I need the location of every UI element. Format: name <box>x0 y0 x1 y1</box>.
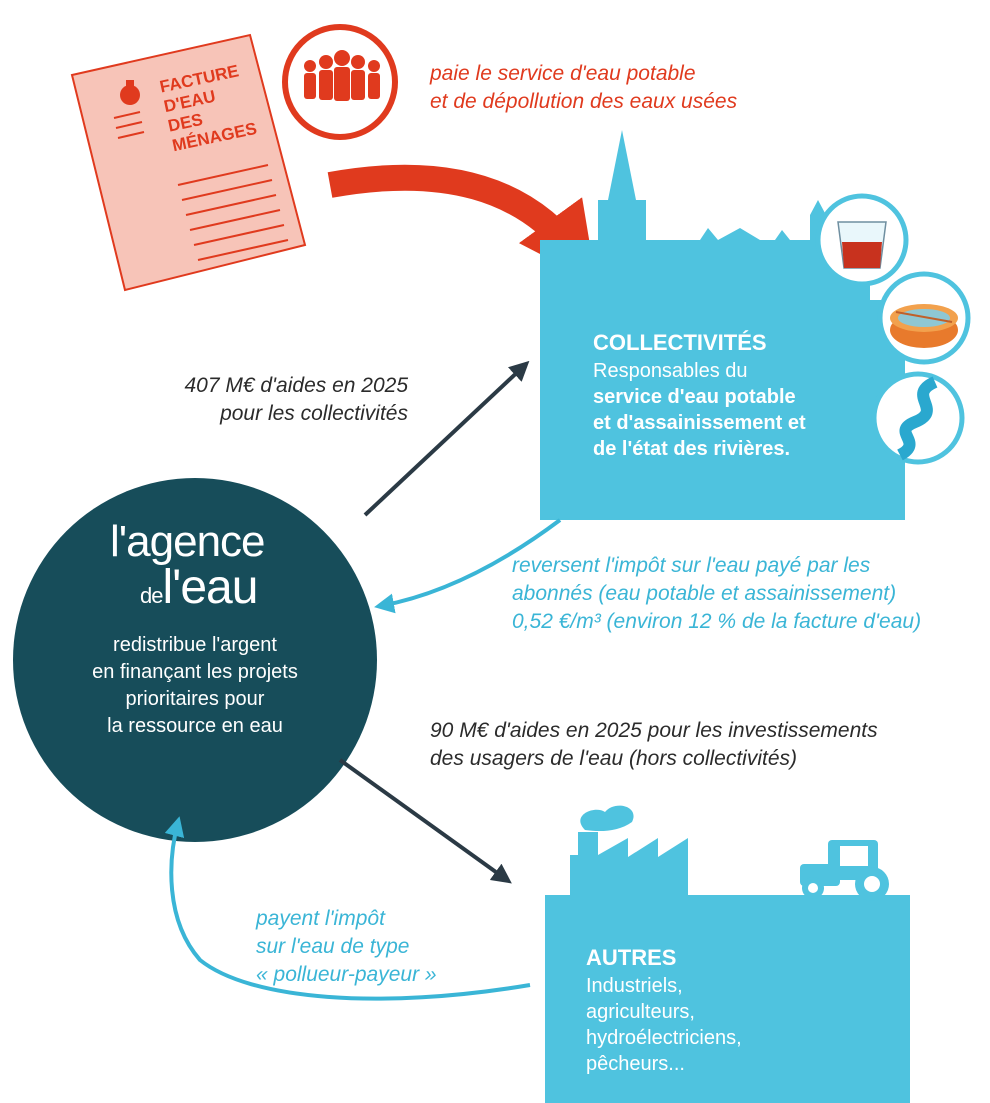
river-icon <box>871 371 965 465</box>
autres-block <box>545 805 910 1103</box>
text-line: en finançant les projets <box>92 661 298 683</box>
water-glass-icon <box>815 193 909 287</box>
agence-logo-line1: l'agence <box>110 517 266 566</box>
text-line: 0,52 €/m³ (environ 12 % de la facture d'… <box>512 610 922 633</box>
autres-desc: Industriels, <box>586 975 683 997</box>
collectivites-title: COLLECTIVITÉS <box>593 330 767 355</box>
text-line: sur l'eau de type <box>256 935 410 958</box>
aid-autres-text: 90 M€ d'aides en 2025 pour les investiss… <box>430 717 878 773</box>
invoice-document <box>70 33 307 292</box>
text-line: des usagers de l'eau (hors collectivités… <box>430 747 798 770</box>
text-line: payent l'impôt <box>256 907 385 930</box>
aid-collectivites-text: 407 M€ d'aides en 2025 pour les collecti… <box>140 372 408 428</box>
factory-icon <box>570 805 688 897</box>
text-line: paie le service d'eau potable <box>430 62 696 85</box>
autres-desc: hydroélectriciens, <box>586 1027 742 1049</box>
payment-arrow <box>327 164 597 284</box>
text-line: reversent l'impôt sur l'eau payé par les <box>512 554 871 577</box>
text-line: « pollueur-payeur » <box>256 963 437 986</box>
agence-circle <box>13 478 377 842</box>
collectivites-block <box>540 130 905 520</box>
household-payment-text: paie le service d'eau potable et de dépo… <box>430 60 737 116</box>
text-line: redistribue l'argent <box>113 634 277 656</box>
text-line: 90 M€ d'aides en 2025 pour les investiss… <box>430 719 878 742</box>
autres-desc: agriculteurs, <box>586 1001 695 1023</box>
money-bag-icon <box>120 80 140 105</box>
aid-collectivites-arrow <box>363 360 530 517</box>
collectivites-text: COLLECTIVITÉS Responsables du service d'… <box>593 330 806 462</box>
agence-logo-line2: del'eau <box>140 561 258 614</box>
tax-payment-text: payent l'impôt sur l'eau de type « pollu… <box>256 905 437 989</box>
autres-title: AUTRES <box>586 945 677 970</box>
reversement-arrow <box>374 518 562 614</box>
collectivites-desc: de l'état des rivières. <box>593 438 791 460</box>
text-line: la ressource en eau <box>107 715 283 737</box>
agence-description: redistribue l'argent en finançant les pr… <box>40 632 350 740</box>
text-line: prioritaires pour <box>125 688 265 710</box>
agence-logo: l'agence del'eau <box>110 520 310 620</box>
tax-payment-arrow <box>164 816 531 1001</box>
tractor-icon <box>800 840 889 901</box>
collectivites-desc: service d'eau potable <box>593 386 796 408</box>
text-line: 407 M€ d'aides en 2025 <box>184 374 408 397</box>
text-line: pour les collectivités <box>220 402 408 425</box>
reversement-text: reversent l'impôt sur l'eau payé par les… <box>512 552 921 636</box>
text-line: et de dépollution des eaux usées <box>430 90 738 113</box>
invoice-lines <box>113 111 289 261</box>
aid-autres-arrow <box>338 758 512 884</box>
people-icon <box>282 24 398 140</box>
text-line: abonnés (eau potable et assainissement) <box>512 582 897 605</box>
collectivites-desc: Responsables du <box>593 360 748 382</box>
treatment-basin-icon <box>877 271 971 365</box>
collectivites-desc: et d'assainissement et <box>593 412 806 434</box>
autres-desc: pêcheurs... <box>586 1053 685 1075</box>
autres-text: AUTRES Industriels, agriculteurs, hydroé… <box>586 945 742 1077</box>
